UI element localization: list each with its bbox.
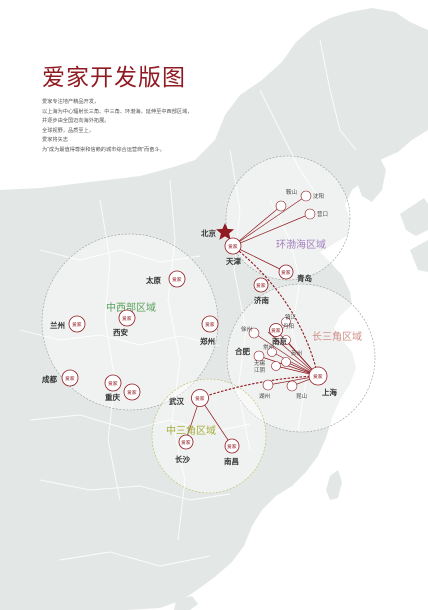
city-label-danyang: 丹阳 (283, 322, 294, 330)
city-label-zhengzhou: 郑州 (200, 336, 215, 346)
city-marker-changzhou (267, 347, 277, 357)
city-badges: 爱家 爱家 爱家 爱家 爱家 爱家 爱家 爱家 爱家 爱家 爱家 爱家 爱家 爱… (61, 237, 328, 454)
svg-text:爱家: 爱家 (205, 321, 215, 328)
city-label-wuhan: 武汉 (169, 396, 184, 406)
city-label-changzhou: 常州 (263, 343, 274, 351)
city-label-changsha: 长沙 (175, 454, 190, 464)
svg-text:爱家: 爱家 (108, 380, 118, 387)
city-marker-anshan (275, 200, 287, 212)
city-marker-zhengzhou: 爱家 (201, 315, 219, 333)
landmass (0, 8, 428, 610)
province-borders (19, 39, 357, 567)
region-circle-huanbohai (225, 155, 351, 281)
city-marker-nanchang: 爱家 (224, 438, 240, 454)
city-label-zhenjiang: 镇江 (285, 313, 297, 321)
city-label-wuxi: 无锡 (254, 359, 266, 367)
city-label-jiangyin: 江阴 (254, 366, 266, 374)
city-marker-chengdu: 爱家 (61, 369, 79, 387)
city-marker-changsha: 爱家 (178, 434, 194, 450)
city-marker-nanjing: 爱家 (269, 323, 283, 337)
city-marker-qingdao: 爱家 (278, 264, 294, 280)
city-marker-danyang (281, 335, 291, 345)
city-marker-tianjin: 爱家 (224, 237, 242, 255)
city-marker-xuzhou (248, 327, 260, 339)
city-marker-jiangyin (271, 361, 281, 371)
city-label-beijing: 北京 (201, 228, 216, 238)
svg-text:爱家: 爱家 (181, 439, 191, 446)
city-marker-yingkou (304, 208, 316, 220)
city-label-kunshan: 昆山 (296, 392, 307, 400)
intro-line: 以上海为中心辐射长三角、中三角、环渤海，延伸至中西部区域， (42, 108, 193, 115)
city-marker-zhongxibu-extra: 爱家 (123, 383, 141, 401)
svg-text:爱家: 爱家 (281, 269, 291, 276)
intro-line: 爱家专注地产精品开发， (42, 99, 100, 105)
svg-text:爱家: 爱家 (271, 327, 281, 334)
city-label-shenyang: 沈阳 (313, 192, 324, 200)
city-label-chongqing: 重庆 (105, 392, 120, 402)
city-label-taiyuan: 太原 (146, 275, 161, 285)
city-label-xuzhou: 徐州 (241, 325, 252, 333)
city-label-anshan: 鞍山 (286, 188, 297, 196)
city-label-chengdu: 成都 (42, 374, 57, 384)
svg-text:爱家: 爱家 (227, 443, 237, 450)
city-label-hefei: 合肥 (235, 346, 250, 356)
city-marker-chongqing: 爱家 (104, 374, 122, 392)
intro-line: 为“成为最值得尊崇和信赖的城市综合运营商”而奋斗。 (42, 146, 165, 153)
svg-text:爱家: 爱家 (72, 321, 82, 328)
region-label-zhongxibu: 中西部区域 (106, 301, 156, 314)
svg-text:爱家: 爱家 (228, 243, 238, 250)
city-marker-suzhou (281, 357, 291, 367)
city-label-shanghai: 上海 (322, 387, 337, 397)
city-label-jinan: 济南 (254, 295, 269, 305)
region-label-changsanjiao: 长三角区域 (312, 330, 362, 343)
city-marker-lanzhou: 爱家 (68, 315, 86, 333)
city-label-huzhou: 湖州 (259, 392, 270, 400)
city-marker-taiyuan: 爱家 (168, 270, 186, 288)
svg-text:爱家: 爱家 (122, 315, 132, 322)
city-label-xian: 西安 (113, 327, 128, 337)
svg-text:爱家: 爱家 (313, 373, 323, 380)
city-label-qingdao: 青岛 (297, 273, 312, 283)
svg-text:爱家: 爱家 (127, 389, 137, 396)
city-marker-kunshan (286, 380, 298, 392)
intro-line: 并逐步由全国迈向海外拓展。 (42, 118, 110, 125)
city-marker-zhenjiang (281, 317, 291, 327)
city-marker-huzhou (262, 379, 274, 391)
city-marker-hefei (253, 350, 265, 362)
city-label-yingkou: 营口 (317, 210, 328, 218)
city-label-suzhou: 苏州 (291, 349, 302, 357)
city-label-lanzhou: 兰州 (50, 320, 65, 330)
svg-text:爱家: 爱家 (172, 276, 182, 283)
svg-text:爱家: 爱家 (256, 282, 266, 289)
city-marker-wuhan: 爱家 (191, 389, 209, 407)
city-marker-jinan: 爱家 (253, 277, 269, 293)
city-label-nanjing: 南京 (272, 336, 287, 346)
city-marker-xian: 爱家 (118, 309, 136, 327)
intro-line: 全球视野，品质至上， (42, 127, 94, 134)
region-circle-zhongsanjiao (151, 378, 267, 494)
city-label-tianjin: 天津 (226, 256, 241, 266)
svg-text:爱家: 爱家 (195, 395, 205, 402)
region-circle-changsanjiao (226, 283, 376, 433)
page-title: 爱家开发版图 (42, 65, 186, 91)
main-routes (199, 245, 319, 399)
city-marker-shenyang (300, 190, 312, 202)
svg-text:爱家: 爱家 (65, 375, 75, 382)
region-label-zhongsanjiao: 中三角区域 (166, 424, 216, 437)
intro-text: 爱家专注地产精品开发， 以上海为中心辐射长三角、中三角、环渤海，延伸至中西部区域… (42, 98, 192, 156)
capital-star-icon (216, 223, 234, 240)
small-city-badges (248, 190, 316, 392)
intro-line: 爱家将矢志 (42, 137, 68, 144)
city-label-nanchang: 南昌 (224, 456, 239, 466)
city-marker-shanghai: 爱家 (308, 366, 328, 386)
region-label-huanbohai: 环渤海区域 (276, 238, 326, 251)
